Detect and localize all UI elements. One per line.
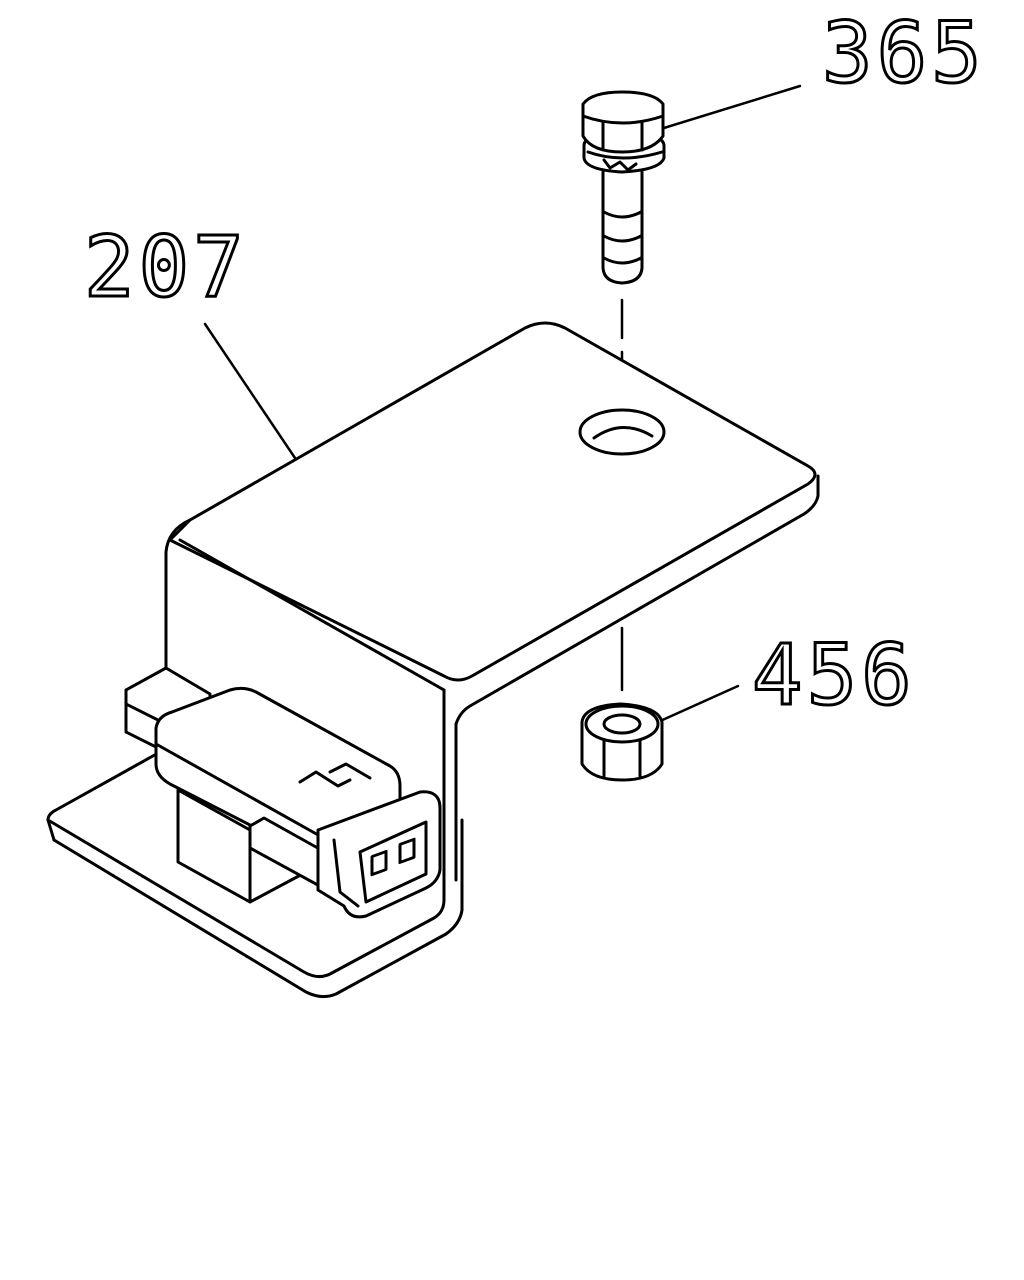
leader-365 [662,84,802,130]
callout-365: 365 [822,4,986,102]
connector [124,666,442,919]
bolt-365 [581,90,666,285]
callout-456: 456 [752,626,916,724]
leader-207 [203,322,297,460]
nut-456 [580,702,664,782]
bracket-207 [46,321,820,999]
leader-456 [656,684,740,724]
callout-207: 207 [84,218,248,316]
